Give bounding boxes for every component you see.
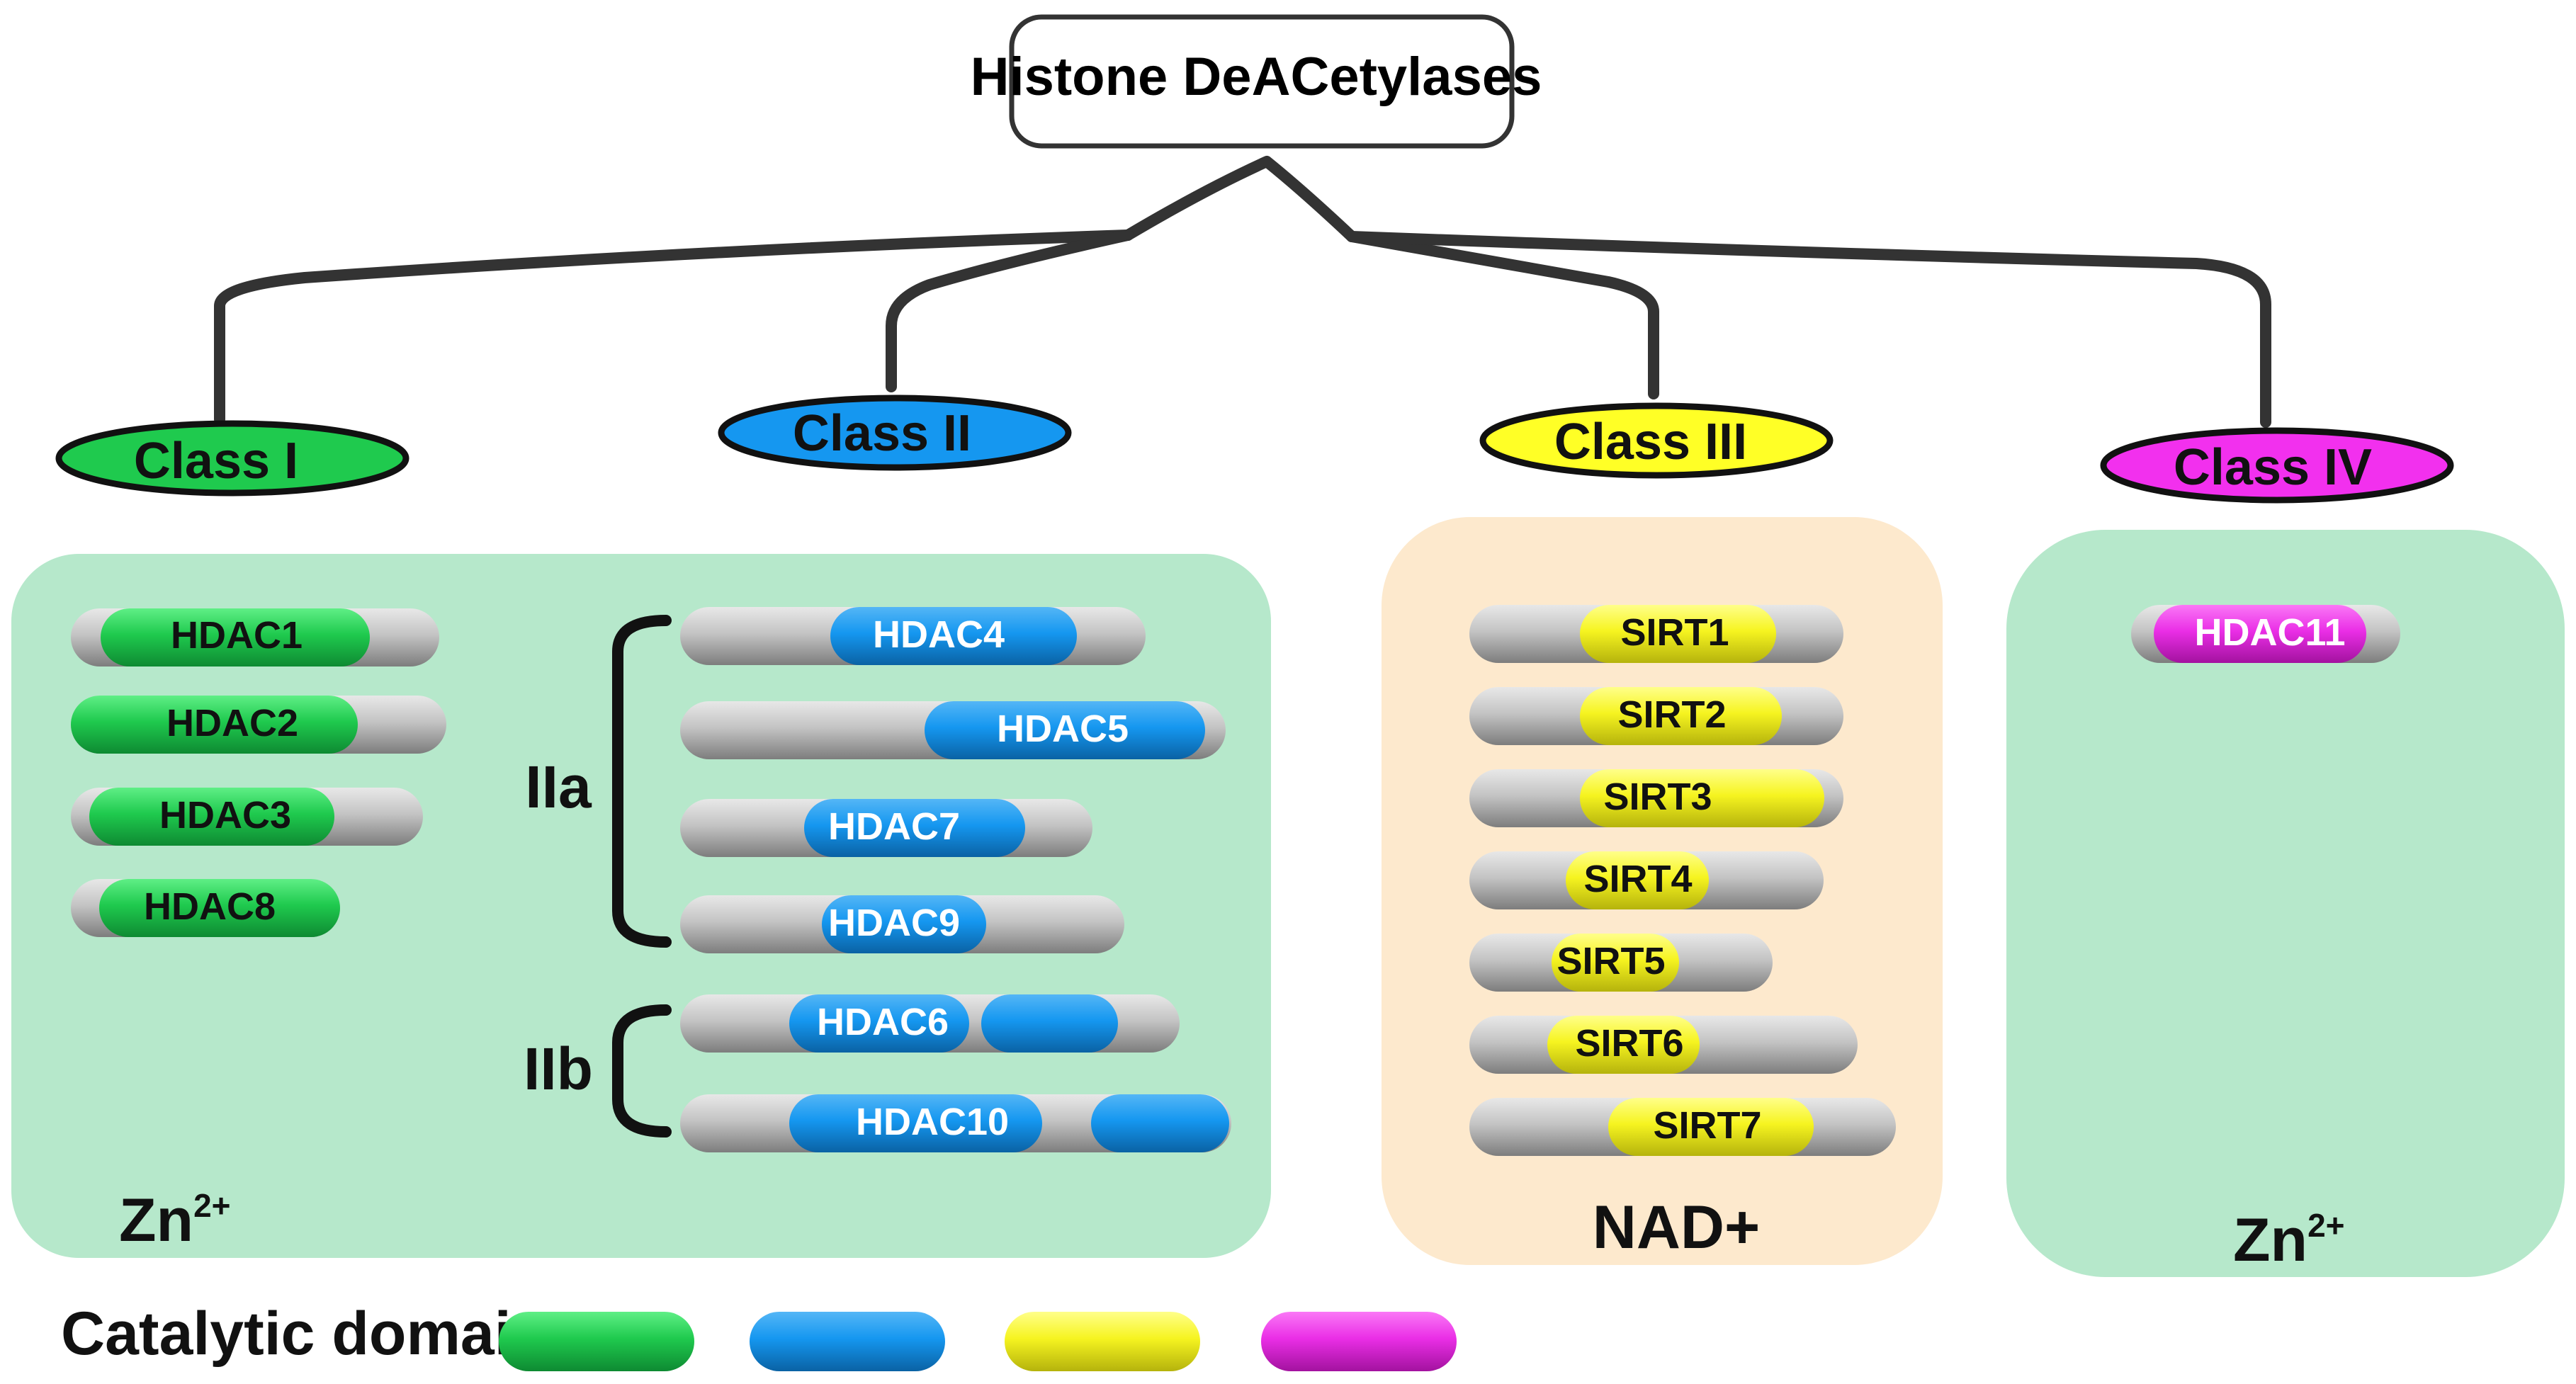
protein-hdac3: HDAC3 [71, 788, 423, 846]
catalytic-domain [789, 1094, 1042, 1152]
catalytic-domain [830, 607, 1077, 665]
class-i-node: Class I [55, 420, 409, 497]
class-iii-node: Class III [1479, 402, 1834, 479]
catalytic-domain [1566, 851, 1709, 909]
protein-hdac4: HDAC4 [680, 607, 1146, 665]
class-ii-label: Class II [793, 405, 971, 462]
protein-label: SIRT2 [1617, 693, 1726, 736]
catalytic-domain-2 [1091, 1094, 1229, 1152]
protein-hdac1: HDAC1 [71, 608, 439, 667]
protein-sirt5: SIRT5 [1469, 934, 1773, 992]
protein-hdac5: HDAC5 [680, 701, 1226, 759]
protein-label: HDAC1 [171, 614, 303, 657]
class-iii-cofactor: NAD+ [1593, 1193, 1761, 1261]
catalytic-domain [789, 994, 969, 1053]
protein-sirt1: SIRT1 [1469, 605, 1843, 663]
protein-hdac8: HDAC8 [71, 879, 340, 937]
protein-hdac9: HDAC9 [680, 895, 1124, 953]
catalytic-domain [71, 696, 358, 754]
catalytic-domain [925, 701, 1205, 759]
class-iv-label: Class IV [2174, 439, 2372, 496]
catalytic-domain [89, 788, 334, 846]
class-ii-node: Class II [718, 395, 1072, 471]
tree-connectors [214, 156, 2271, 428]
catalytic-domain [804, 799, 1025, 857]
protein-label: SIRT6 [1575, 1022, 1683, 1065]
legend-swatch-green [499, 1312, 694, 1371]
class-iii-ellipse [1479, 402, 1834, 479]
class-i-proteins: HDAC1 HDAC2 HDAC3 HDAC8 [71, 608, 446, 937]
catalytic-domain-2 [981, 994, 1118, 1053]
protein-label: SIRT1 [1620, 611, 1729, 654]
protein-label: HDAC6 [817, 1001, 949, 1043]
iib-bracket [612, 1004, 672, 1138]
legend-swatch-blue [750, 1312, 945, 1371]
class-iv-cofactor: Zn2+ [2233, 1206, 2345, 1274]
legend: Catalytic domains [61, 1300, 1457, 1371]
protein-sirt3: SIRT3 [1469, 769, 1843, 827]
protein-label: HDAC3 [159, 794, 291, 836]
legend-swatch-magenta [1261, 1312, 1457, 1371]
catalytic-domain [101, 608, 370, 667]
protein-hdac7: HDAC7 [680, 799, 1092, 857]
catalytic-domain [1552, 934, 1679, 992]
catalytic-domain [99, 879, 340, 937]
title-box [1009, 14, 1515, 149]
protein-sirt4: SIRT4 [1469, 851, 1824, 909]
protein-label: HDAC5 [997, 708, 1129, 750]
catalytic-domain [1580, 769, 1824, 827]
catalytic-domain [1608, 1098, 1814, 1156]
protein-label: HDAC11 [2194, 611, 2345, 654]
protein-label: HDAC10 [856, 1101, 1009, 1143]
protein-label: SIRT3 [1603, 776, 1712, 818]
class-iv-ellipse [2100, 427, 2454, 504]
protein-hdac11: HDAC11 [2131, 605, 2400, 663]
class-iia-proteins: HDAC4 HDAC5 HDAC7 HDAC9 [680, 607, 1226, 953]
protein-hdac6: HDAC6 [680, 994, 1180, 1053]
class-iii-label: Class III [1554, 414, 1747, 470]
catalytic-domain [1547, 1016, 1700, 1074]
legend-swatch-yellow [1005, 1312, 1200, 1371]
protein-label: HDAC4 [873, 613, 1005, 656]
diagram-title: Histone DeACetylases [971, 47, 1542, 107]
class-iv-proteins: HDAC11 [2131, 605, 2400, 663]
protein-label: SIRT5 [1557, 940, 1665, 982]
protein-label: HDAC9 [828, 902, 960, 944]
protein-sirt6: SIRT6 [1469, 1016, 1858, 1074]
class-iib-proteins: HDAC6 HDAC10 [680, 994, 1231, 1152]
protein-label: HDAC7 [828, 805, 960, 848]
class-iv-box [2006, 530, 2565, 1277]
iia-label: IIa [525, 754, 592, 820]
class-iii-proteins: SIRT1 SIRT2 SIRT3 SIRT4 SIRT5 SIRT6 [1469, 605, 1896, 1156]
protein-sirt2: SIRT2 [1469, 687, 1843, 745]
legend-label: Catalytic domains [61, 1300, 582, 1368]
class-ii-ellipse [718, 395, 1072, 471]
class-i-ellipse [55, 420, 409, 497]
class-i-label: Class I [134, 433, 298, 489]
protein-sirt7: SIRT7 [1469, 1098, 1896, 1156]
catalytic-domain [1580, 605, 1776, 663]
class-i-cofactor: Zn2+ [119, 1186, 231, 1254]
iib-label: IIb [524, 1036, 593, 1102]
catalytic-domain [1580, 687, 1782, 745]
iia-bracket [612, 615, 672, 948]
class-iv-node: Class IV [2100, 427, 2454, 504]
catalytic-domain [2154, 605, 2366, 663]
protein-label: SIRT7 [1653, 1104, 1761, 1147]
protein-label: HDAC8 [144, 885, 276, 928]
protein-label: SIRT4 [1583, 858, 1692, 900]
protein-hdac10: HDAC10 [680, 1094, 1231, 1152]
protein-hdac2: HDAC2 [71, 696, 446, 754]
catalytic-domain [822, 895, 986, 953]
protein-label: HDAC2 [166, 702, 298, 744]
